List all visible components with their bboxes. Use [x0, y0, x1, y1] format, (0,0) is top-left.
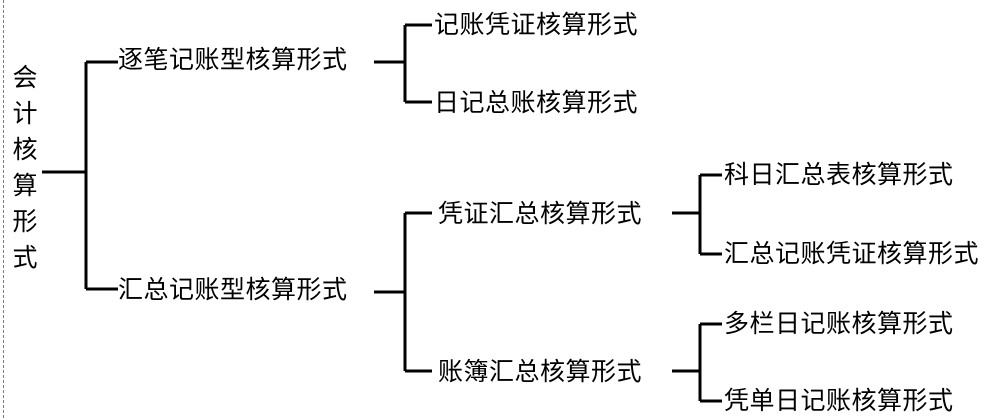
node-journal-ledger-form: 日记总账核算形式 [434, 88, 639, 117]
root-char: 会 [12, 63, 38, 92]
root-char: 算 [12, 171, 38, 200]
node-slip-journal-form: 凭单日记账核算形式 [724, 386, 954, 415]
page-left-dashed-border [3, 0, 4, 418]
root-char: 计 [12, 99, 38, 128]
node-itemized-posting: 逐笔记账型核算形式 [118, 45, 348, 74]
root-node-accounting-forms: 会 计 核 算 形 式 [10, 60, 40, 276]
root-char: 核 [12, 135, 38, 164]
node-summary-voucher-form: 汇总记账凭证核算形式 [724, 239, 980, 268]
root-char: 形 [12, 207, 38, 236]
node-voucher-summary-form: 凭证汇总核算形式 [438, 199, 643, 228]
node-multicolumn-journal-form: 多栏日记账核算形式 [724, 309, 954, 338]
node-summary-posting: 汇总记账型核算形式 [118, 275, 348, 304]
node-voucher-form: 记账凭证核算形式 [434, 10, 639, 39]
node-book-summary-form: 账簿汇总核算形式 [438, 357, 643, 386]
root-char: 式 [12, 243, 38, 272]
node-account-summary-table-form: 科日汇总表核算形式 [724, 160, 954, 189]
